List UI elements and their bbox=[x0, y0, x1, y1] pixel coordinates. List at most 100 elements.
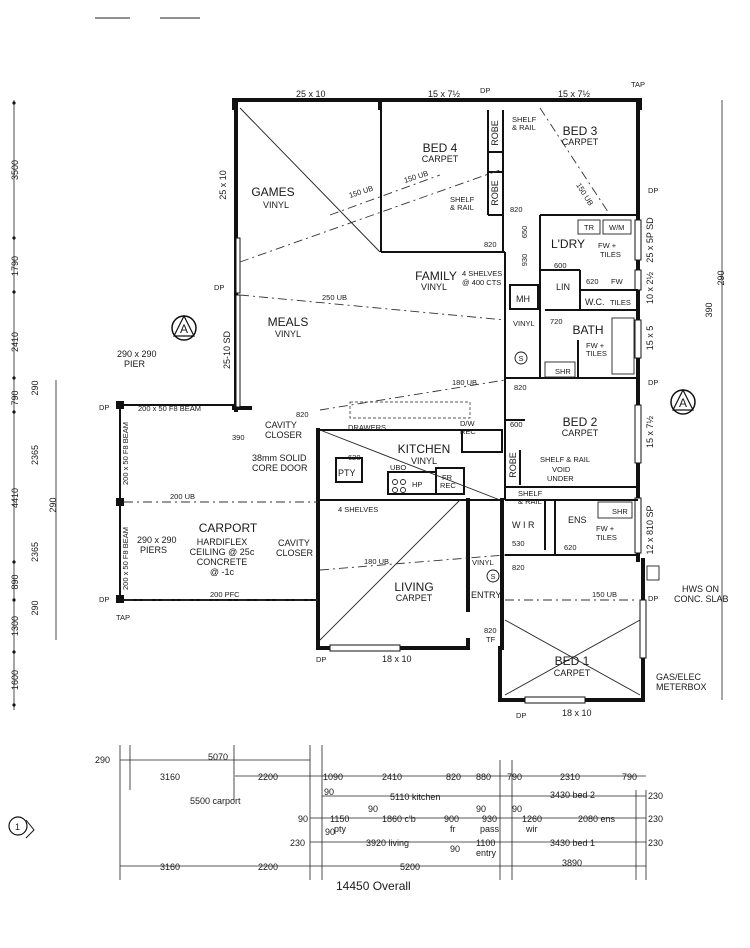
beam-150ub-d: 150 UB bbox=[592, 590, 617, 599]
dim-r2-790: 790 bbox=[507, 772, 522, 782]
left-dimension-line: 3500 1790 2410 790 4410 890 1300 1600 bbox=[10, 100, 20, 710]
opening-labels: 25 x 10 15 x 7½ 15 x 7½ 25 x 10 25-10 SD… bbox=[218, 89, 655, 718]
door-820-bed4: 820 bbox=[510, 205, 523, 214]
win-15x7-top2: 15 x 7½ bbox=[558, 89, 591, 99]
dim-r2-3160: 3160 bbox=[160, 772, 180, 782]
label-pty: PTY bbox=[338, 468, 356, 478]
dim-r4-sub-pty: pty bbox=[334, 824, 347, 834]
beam-180ub-b: 180 UB bbox=[364, 557, 389, 566]
label-fw-bath: FW + bbox=[586, 341, 605, 350]
label-tiles-wc: TILES bbox=[610, 298, 631, 307]
label-rec-dw: REC bbox=[460, 427, 476, 436]
label-wc: W.C. bbox=[585, 297, 605, 307]
door-600-bed2: 600 bbox=[510, 420, 523, 429]
label-tr: TR bbox=[584, 223, 595, 232]
label-rail-bed3: & RAIL bbox=[512, 123, 536, 132]
room-bed1-name: BED 1 bbox=[555, 654, 590, 668]
win-15x7-right: 15 x 7½ bbox=[645, 415, 655, 448]
roof-lines bbox=[239, 107, 641, 696]
label-dw: D/W bbox=[460, 419, 476, 428]
right-dim-390: 390 bbox=[704, 302, 714, 317]
dp-right-1: DP bbox=[648, 378, 658, 387]
label-four-shelves: 4 SHELVES bbox=[462, 269, 502, 278]
dim-r4-1260: 1260 bbox=[522, 814, 542, 824]
label-closer-2: CLOSER bbox=[276, 548, 314, 558]
door-620-pty: 620 bbox=[348, 453, 361, 462]
dim-r2-1090: 1090 bbox=[323, 772, 343, 782]
label-fr: FR bbox=[442, 473, 453, 482]
room-carport-note-2: CEILING @ 25c bbox=[190, 547, 255, 557]
dim-r4-sub-pass: pass bbox=[480, 824, 500, 834]
dim-r4-2080: 2080 ens bbox=[578, 814, 616, 824]
label-drawers: DRAWERS bbox=[348, 423, 386, 432]
dp-carport-top: DP bbox=[99, 403, 109, 412]
dim-r6-5200: 5200 bbox=[400, 862, 420, 872]
beam-150ub-a: 150 UB bbox=[348, 184, 375, 200]
label-entry: ENTRY bbox=[471, 590, 501, 600]
beam-200ub: 200 UB bbox=[170, 492, 195, 501]
left2-dim-2365a: 2365 bbox=[30, 445, 40, 465]
section-a-right-label: A bbox=[679, 396, 687, 410]
room-bed3-floor: CARPET bbox=[562, 137, 599, 147]
dim-r6-3890: 3890 bbox=[562, 858, 582, 868]
dp-bed1: DP bbox=[516, 711, 526, 720]
label-gas-elec: GAS/ELEC bbox=[656, 672, 702, 682]
label-shelf-rail-bed2: SHELF & RAIL bbox=[540, 455, 590, 464]
label-rail-bed4: & RAIL bbox=[450, 203, 474, 212]
room-bed2-floor: CARPET bbox=[562, 428, 599, 438]
room-games-name: GAMES bbox=[251, 185, 294, 199]
door-820-hall: 820 bbox=[514, 383, 527, 392]
left2-dim-290a: 290 bbox=[30, 380, 40, 395]
beam-labels: 150 UB 150 UB 150 UB 150 UB 250 UB 180 U… bbox=[121, 169, 617, 599]
room-ldry-name: L'DRY bbox=[551, 237, 585, 251]
label-fw-ens: FW + bbox=[596, 524, 615, 533]
dim-r5-90b: 90 bbox=[450, 844, 460, 854]
left-dimension-line-2: 290 2365 2365 290 290 bbox=[30, 380, 58, 640]
door-650: 650 bbox=[520, 226, 529, 239]
room-carport-note-3: CONCRETE bbox=[197, 557, 248, 567]
label-shelves-4-kitchen: 4 SHELVES bbox=[338, 505, 378, 514]
label-smoke-2: S bbox=[491, 572, 496, 581]
beam-200pfc: 200 PFC bbox=[210, 590, 240, 599]
door-tf: TF bbox=[486, 635, 496, 644]
label-fw-wc: FW bbox=[611, 277, 624, 286]
room-bed4-name: BED 4 bbox=[423, 141, 458, 155]
label-tiles-bath: TILES bbox=[586, 349, 607, 358]
label-shelf-rail-wir: SHELF bbox=[518, 489, 543, 498]
left2-dim-2365b: 2365 bbox=[30, 542, 40, 562]
label-vinyl-hall: VINYL bbox=[513, 319, 535, 328]
dim-r4-930: 930 bbox=[482, 814, 497, 824]
label-fw-ldry: FW + bbox=[598, 241, 617, 250]
right-dim-290: 290 bbox=[716, 270, 726, 285]
dim-r4-sub-wir: wir bbox=[525, 824, 538, 834]
dim-r5-230: 230 bbox=[290, 838, 305, 848]
label-ubo: UBO bbox=[390, 463, 406, 472]
dim-r5-230b: 230 bbox=[648, 838, 663, 848]
dim-r4-1860: 1860 c'b bbox=[382, 814, 416, 824]
win-12x810: 12 x 810 SP bbox=[645, 505, 655, 554]
room-bed4-floor: CARPET bbox=[422, 154, 459, 164]
dim-r2-790b: 790 bbox=[622, 772, 637, 782]
label-shr-bath: SHR bbox=[555, 367, 571, 376]
win-25x10-left: 25 x 10 bbox=[218, 170, 228, 200]
dim-r3-5500: 5500 carport bbox=[190, 796, 241, 806]
label-shelf-bed4: SHELF bbox=[450, 195, 475, 204]
label-hws-on: HWS ON bbox=[682, 584, 719, 594]
left-dim-1790: 1790 bbox=[10, 256, 20, 276]
beam-180ub-a: 180 UB bbox=[452, 378, 477, 387]
room-labels: GAMES VINYL BED 4 CARPET BED 3 CARPET ME… bbox=[190, 124, 604, 678]
beam-150ub-b: 150 UB bbox=[403, 169, 430, 185]
dim-r5-3920: 3920 living bbox=[366, 838, 409, 848]
dim-r2-880: 880 bbox=[476, 772, 491, 782]
room-bed3-name: BED 3 bbox=[563, 124, 598, 138]
left-dim-1600: 1600 bbox=[10, 670, 20, 690]
room-family-floor: VINYL bbox=[421, 282, 447, 292]
left-dim-4410: 4410 bbox=[10, 488, 20, 508]
room-games-floor: VINYL bbox=[263, 200, 289, 210]
dp-right-2: DP bbox=[648, 594, 658, 603]
dim-r4-90d: 90 bbox=[512, 804, 522, 814]
label-wir: W I R bbox=[512, 520, 535, 530]
win-18x10-bed1: 18 x 10 bbox=[562, 708, 592, 718]
door-930: 930 bbox=[520, 254, 529, 267]
piers bbox=[116, 401, 124, 603]
